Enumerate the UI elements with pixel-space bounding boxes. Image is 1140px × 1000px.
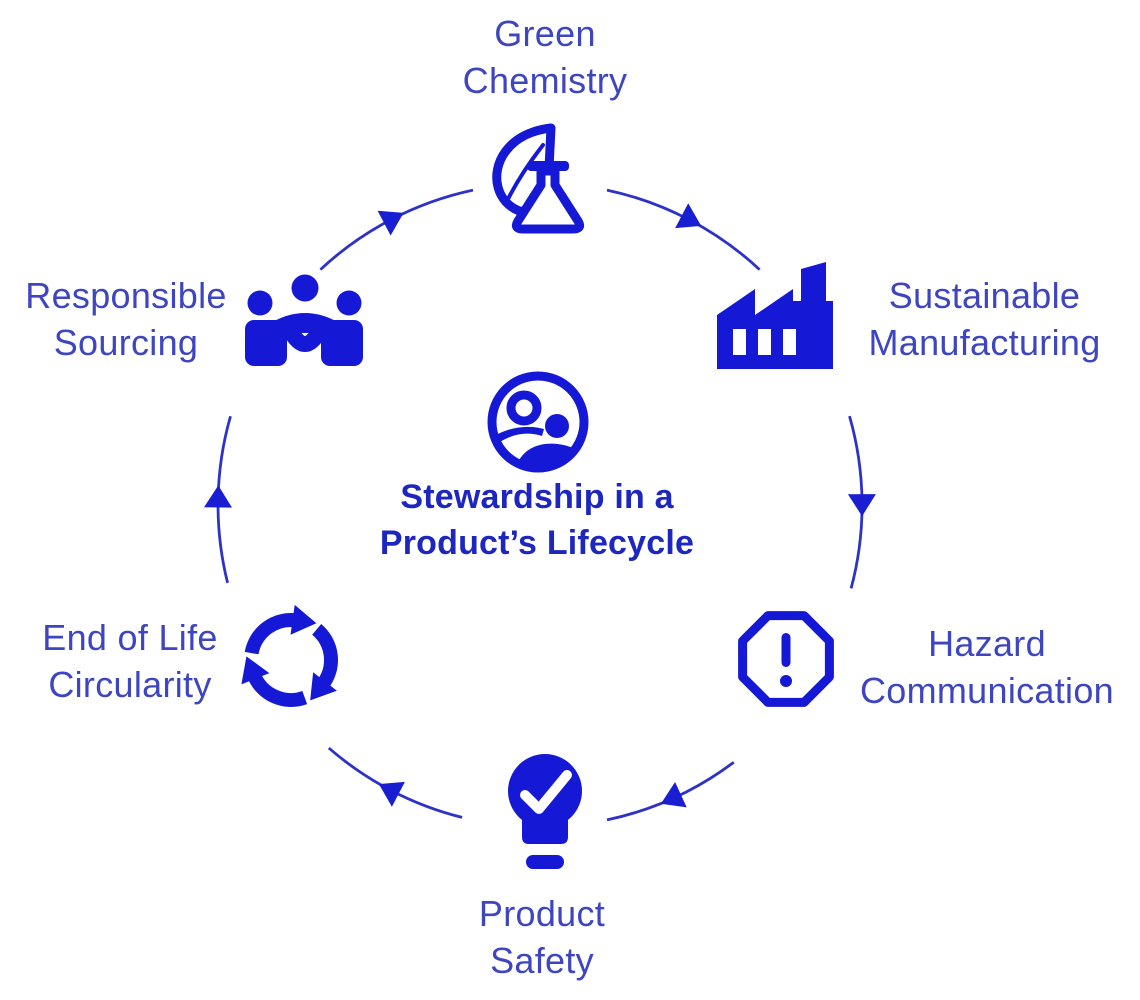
label-line: Chemistry (462, 60, 628, 101)
label-line: Manufacturing (868, 322, 1101, 363)
label-line: Product (478, 893, 606, 934)
center-title: Stewardship in a Product’s Lifecycle (337, 474, 737, 566)
center-title-line: Product’s Lifecycle (379, 524, 695, 562)
cycle-arc-responsible-to-green (319, 188, 474, 271)
label-sustainable-manufacturing: Sustainable Manufacturing (852, 272, 1117, 366)
planet-stewardship-icon (487, 371, 589, 473)
label-line: End of Life (42, 617, 218, 658)
label-end-of-life-circularity: End of Life Circularity (5, 614, 255, 708)
leaf-flask-icon (492, 123, 585, 234)
arrowhead-down-left-icon (660, 782, 687, 808)
label-line: Sourcing (53, 322, 199, 363)
center-title-line: Stewardship in a (400, 478, 674, 516)
label-responsible-sourcing: Responsible Sourcing (0, 272, 252, 366)
label-line: Green (494, 13, 596, 54)
factory-icon (717, 262, 833, 369)
label-line: Hazard (928, 623, 1046, 664)
label-line: Circularity (48, 664, 212, 705)
arrowhead-up-left-icon (378, 781, 405, 807)
label-line: Responsible (25, 275, 227, 316)
label-line: Safety (490, 940, 594, 981)
hazard-octagon-icon (738, 611, 834, 707)
recycle-arrows-icon (241, 604, 338, 707)
arrowhead-down-right-icon (675, 203, 702, 229)
lightbulb-check-icon (508, 754, 582, 869)
arrowhead-up-icon (204, 485, 232, 508)
label-line: Sustainable (888, 275, 1081, 316)
arrowhead-up-right-icon (377, 210, 404, 236)
label-green-chemistry: Green Chemistry (395, 10, 695, 104)
label-line: Communication (859, 670, 1114, 711)
people-group-icon (245, 274, 363, 366)
label-hazard-communication: Hazard Communication (853, 620, 1121, 714)
label-product-safety: Product Safety (417, 890, 667, 984)
arrowhead-down-icon (847, 494, 876, 517)
